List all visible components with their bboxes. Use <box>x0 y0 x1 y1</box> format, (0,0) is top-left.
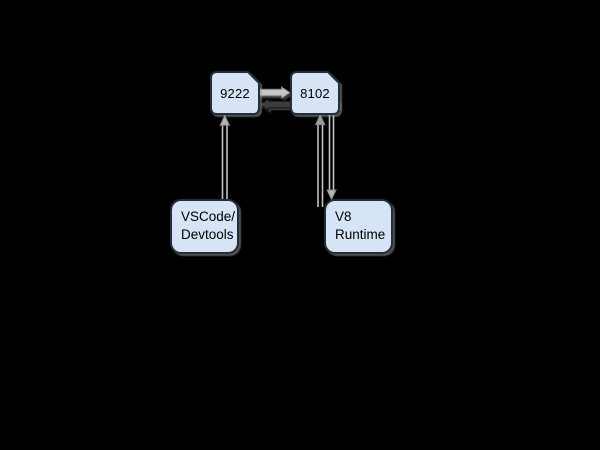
edge-v8-to-8102 <box>314 113 326 207</box>
edge-9222-to-8102 <box>258 85 291 100</box>
node-vscode-devtools <box>170 199 239 254</box>
node-port-8102 <box>290 71 340 115</box>
edge-vscode-to-9222 <box>219 114 231 200</box>
right-block-arrow-icon <box>258 85 291 100</box>
down-arrowhead-icon <box>326 189 337 201</box>
up-arrowhead-icon <box>314 113 326 126</box>
node-v8-runtime <box>324 199 393 254</box>
up-arrowhead-icon <box>219 114 231 126</box>
node-port-9222 <box>210 71 260 115</box>
edge-8102-to-v8 <box>326 114 337 201</box>
